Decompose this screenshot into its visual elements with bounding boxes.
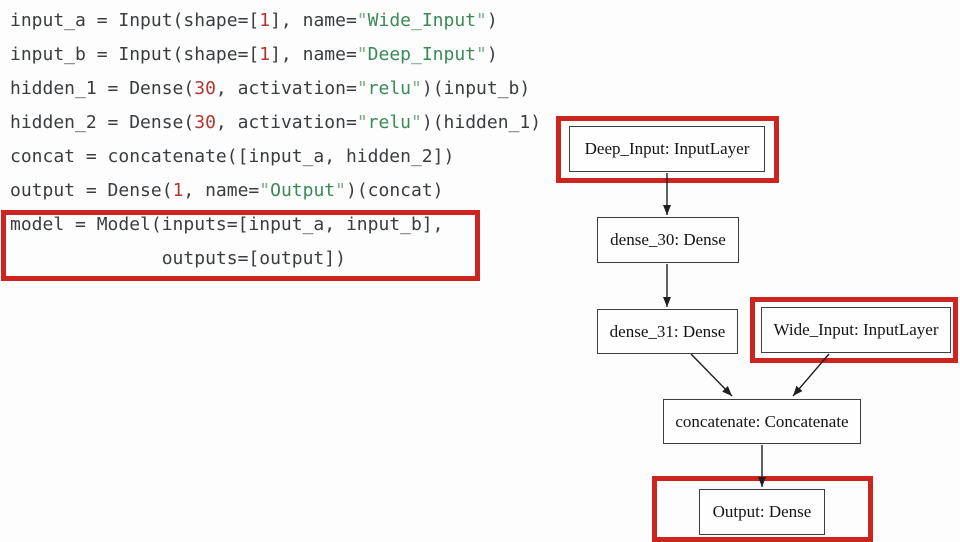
code-token: input_b = Input(shape=[ [10,44,260,65]
code-line-1: input_a = Input(shape=[1], name="Wide_In… [10,4,541,38]
code-token: " [356,78,368,99]
code-token: input_a = Input(shape=[ [10,10,260,31]
code-token: 1 [259,10,271,31]
code-token: , activation= [215,78,357,99]
code-token: " [335,180,346,201]
code-line-3: hidden_1 = Dense(30, activation="relu")(… [10,72,541,106]
code-token: relu [367,112,412,133]
edge-dense-31-to-concatenate [690,353,733,397]
code-token: ) [486,10,498,31]
code-token: " [259,180,271,201]
node-deep-input: Deep_Input: InputLayer [569,126,765,172]
node-concatenate: concatenate: Concatenate [663,399,861,444]
code-token: hidden_2 = Dense( [10,112,195,133]
code-token: Output [270,180,336,201]
code-token: )(hidden_1) [421,112,542,133]
node-dense-31: dense_31: Dense [597,309,738,354]
code-token: 30 [194,112,216,133]
code-line-5: concat = concatenate([input_a, hidden_2]… [10,140,541,174]
code-token: 1 [259,44,271,65]
code-line-6: output = Dense(1, name="Output")(concat) [10,174,541,208]
code-line-7: model = Model(inputs=[input_a, input_b], [10,208,541,242]
code-token: " [356,44,368,65]
code-line-8: outputs=[output]) [10,242,541,276]
code-token: Wide_Input [367,10,477,31]
code-token: 30 [194,78,216,99]
code-token: ) [486,44,498,65]
node-dense-30: dense_30: Dense [597,217,739,263]
code-block: input_a = Input(shape=[1], name="Wide_In… [10,4,541,276]
highlight-wide-input-node [750,297,958,363]
code-token: ], name= [270,10,357,31]
node-output: Output: Dense [699,489,825,535]
code-token: , activation= [215,112,357,133]
code-token: 1 [172,180,184,201]
node-wide-input: Wide_Input: InputLayer [761,307,951,353]
code-line-4: hidden_2 = Dense(30, activation="relu")(… [10,106,541,140]
code-line-2: input_b = Input(shape=[1], name="Deep_In… [10,38,541,72]
code-token: outputs=[output]) [10,248,346,269]
code-token: " [356,10,368,31]
highlight-code-model-lines [1,210,480,281]
code-token: )(input_b) [421,78,531,99]
code-token: ], name= [270,44,357,65]
code-token: concat = concatenate([input_a, hidden_2]… [10,146,455,167]
code-token: " [411,112,422,133]
code-token: " [476,10,487,31]
code-token: hidden_1 = Dense( [10,78,195,99]
code-token: Deep_Input [367,44,477,65]
code-token: " [411,78,422,99]
code-token: output = Dense( [10,180,173,201]
code-token: " [476,44,487,65]
code-token: relu [367,78,412,99]
code-token: , name= [183,180,260,201]
code-token: )(concat) [345,180,444,201]
code-token: model = Model(inputs=[input_a, input_b], [10,214,444,235]
code-token: " [356,112,368,133]
